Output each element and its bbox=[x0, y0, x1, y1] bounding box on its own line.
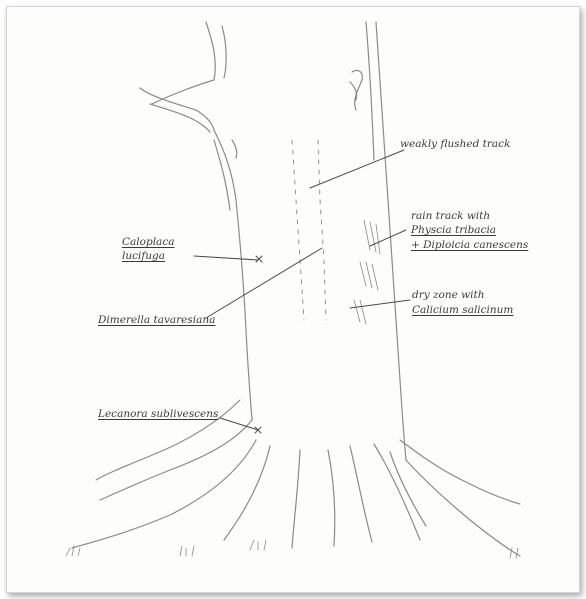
bark-knot bbox=[232, 140, 237, 158]
trunk-left-edge bbox=[214, 140, 230, 210]
root-outline bbox=[350, 446, 372, 542]
label-calicium: Calicium salicinum bbox=[412, 304, 513, 317]
marker-caloplaca bbox=[256, 256, 262, 262]
rain-track-hatch bbox=[364, 220, 380, 254]
root-outline bbox=[374, 444, 420, 540]
root-outline bbox=[390, 452, 426, 526]
trunk-left-edge bbox=[214, 130, 252, 420]
leader-dimerella bbox=[206, 248, 322, 318]
rain-track-hatch bbox=[354, 300, 366, 324]
label-dimerella: Dimerella tavaresiana bbox=[98, 314, 215, 327]
root-outline bbox=[328, 450, 335, 546]
trunk-right-edge bbox=[366, 22, 374, 160]
branch-outline bbox=[140, 88, 214, 130]
leader-caloplaca bbox=[194, 256, 258, 260]
root-outline bbox=[224, 446, 270, 540]
leader-dry-zone bbox=[350, 300, 410, 308]
root-outline bbox=[292, 450, 300, 548]
grass-tuft bbox=[180, 546, 194, 556]
label-rain-track-intro: rain track with bbox=[411, 210, 490, 223]
flushed-track-line bbox=[318, 140, 326, 320]
root-outline bbox=[72, 440, 256, 548]
root-outline bbox=[100, 420, 252, 500]
flushed-track-line bbox=[292, 140, 304, 320]
leader-weakly-flushed bbox=[310, 150, 404, 188]
label-caloplaca-species: lucifuga bbox=[122, 250, 165, 263]
label-dry-zone-intro: dry zone with bbox=[412, 289, 485, 302]
branch-outline bbox=[152, 22, 215, 104]
marker-lecanora bbox=[255, 427, 261, 433]
label-caloplaca-genus: Caloplaca bbox=[122, 236, 174, 249]
grass-tuft bbox=[250, 540, 266, 550]
root-outline bbox=[406, 460, 520, 556]
branch-outline bbox=[150, 104, 210, 132]
bark-knot bbox=[352, 70, 362, 110]
label-weakly-flushed-track: weakly flushed track bbox=[400, 138, 510, 151]
label-physcia: Physcia tribacia bbox=[411, 224, 496, 237]
label-diploicia: + Diploicia canescens bbox=[411, 239, 528, 252]
leader-rain-track bbox=[370, 230, 406, 246]
rain-track-hatch bbox=[360, 262, 378, 290]
label-lecanora: Lecanora sublivescens bbox=[98, 408, 218, 421]
branch-outline bbox=[222, 26, 226, 78]
